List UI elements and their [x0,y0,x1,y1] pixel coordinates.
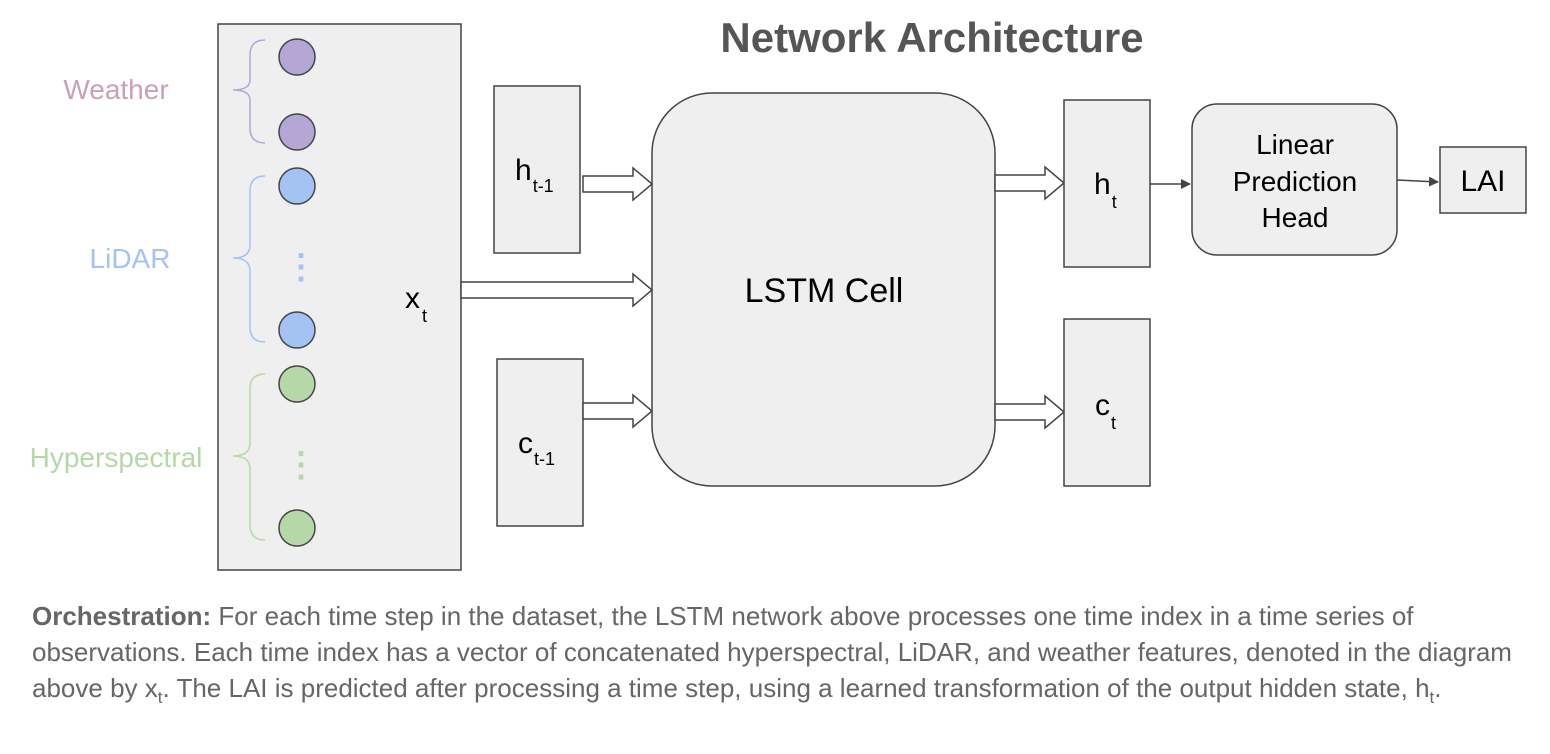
hidden-state-out-label: ht [1094,168,1117,212]
linear-prediction-head [1191,103,1398,256]
lidar-node-2 [278,311,316,349]
head-label-line-3: Head [1262,202,1329,233]
weather-brace [232,39,266,144]
arrow-x-to-lstm [460,272,654,308]
arrow-h-prev-to-lstm [582,166,654,202]
hyperspectral-brace [232,373,266,541]
cell-state-prev-label: ct-1 [518,427,555,469]
hidden-state-prev-box [493,85,581,254]
network-architecture-diagram: Network Architecture Weather ⋮ LiDAR ⋮ H… [30,14,1527,571]
weather-node-2 [278,113,316,151]
lstm-cell-label: LSTM Cell [745,272,904,310]
arrow-c-prev-to-lstm [582,393,654,429]
weather-node-1 [278,38,316,76]
head-label-line-2: Prediction [1233,166,1358,197]
hyperspectral-ellipsis-icon: ⋮ [284,446,318,484]
arrow-head-to-lai [1396,176,1439,187]
cell-state-out-box [1063,318,1151,487]
lai-output-label: LAI [1460,165,1505,198]
input-vector-box [217,23,462,571]
weather-label: Weather [63,74,168,105]
hyperspectral-node-2 [278,509,316,547]
caption-bold-lead: Orchestration: [32,601,212,631]
caption-text-2: . The LAI is predicted after processing … [162,673,1430,703]
hyperspectral-label: Hyperspectral [30,442,203,473]
lidar-ellipsis-icon: ⋮ [284,248,318,286]
head-label-line-1: Linear [1256,129,1334,160]
hyperspectral-node-1 [278,365,316,403]
cell-state-prev-box [496,358,584,527]
caption-paragraph: Orchestration: For each time step in the… [32,598,1522,706]
hidden-state-prev-label: ht-1 [515,154,554,196]
diagram-title: Network Architecture [720,14,1143,61]
input-vector-label: xt [405,282,427,326]
caption-subscript-2: t [1429,688,1435,707]
caption-text-1: For each time step in the dataset, the L… [32,601,1512,703]
lidar-node-1 [278,167,316,205]
lidar-label: LiDAR [90,243,171,274]
arrow-lstm-to-h [994,165,1066,201]
lai-output-box [1439,146,1527,214]
lidar-brace [232,175,266,343]
caption-subscript-1: t [157,688,163,707]
caption-text-3: . [1434,673,1442,703]
arrow-lstm-to-c [994,394,1066,430]
cell-state-out-label: ct [1095,389,1116,433]
